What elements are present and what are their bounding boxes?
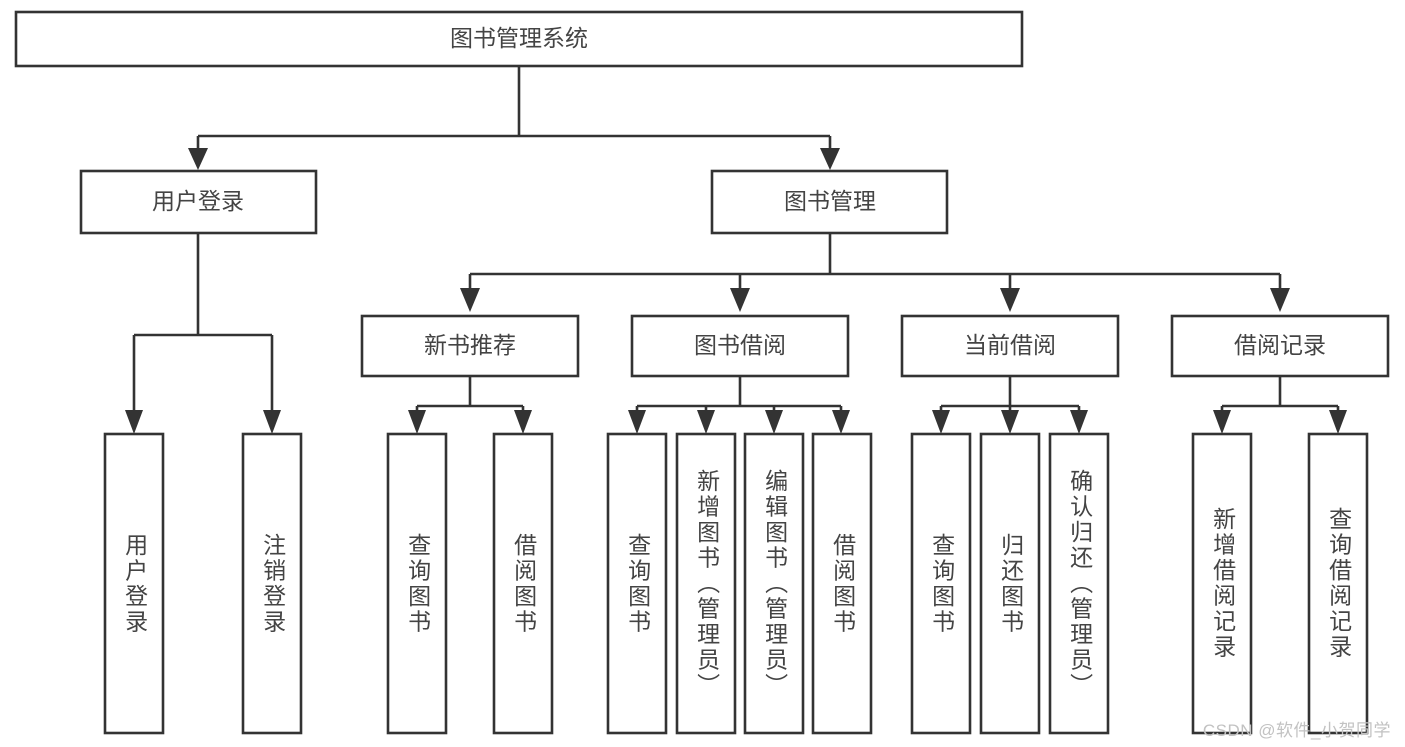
arrowhead-leaf-confirm-return xyxy=(1070,410,1088,434)
leaf-node-borrow-book-recommend[interactable]: 借阅图书 xyxy=(492,432,554,735)
arrowhead-leaf-add-record xyxy=(1213,410,1231,434)
leaf-node-user-login[interactable]: 用户登录 xyxy=(103,432,165,735)
arrowhead-leaf-query-book-a xyxy=(408,410,426,434)
leaf-query-book-c-box[interactable] xyxy=(910,432,972,735)
leaf-confirm-return-label: 确认归还（管理员） xyxy=(1066,468,1093,699)
arrowhead-leaf-add-book xyxy=(697,410,715,434)
new-book-recommend-label: 新书推荐 xyxy=(424,332,516,358)
leaf-borrow-book-b-box[interactable] xyxy=(811,432,873,735)
leaf-node-logout[interactable]: 注销登录 xyxy=(241,432,303,735)
borrow-record-label: 借阅记录 xyxy=(1234,332,1326,358)
leaf-query-record-box[interactable] xyxy=(1307,432,1369,735)
node-new-book-recommend[interactable]: 新书推荐 xyxy=(360,314,580,378)
root-label: 图书管理系统 xyxy=(450,25,588,51)
leaf-add-record-box[interactable] xyxy=(1191,432,1253,735)
leaf-add-book-box[interactable] xyxy=(675,432,737,735)
leaf-query-book-a-label: 查询图书 xyxy=(404,532,431,635)
leaf-borrow-book-a-label: 借阅图书 xyxy=(510,532,537,635)
connector-group-book-borrow-to-leaves xyxy=(628,376,850,434)
arrowhead-leaf-borrow-book-b xyxy=(832,410,850,434)
current-borrow-box[interactable] xyxy=(900,314,1120,378)
leaf-node-query-book-borrow[interactable]: 查询图书 xyxy=(606,432,668,735)
leaf-node-add-book-admin[interactable]: 新增图书（管理员） xyxy=(675,432,737,735)
leaf-logout-box[interactable] xyxy=(241,432,303,735)
arrowhead-current-borrow xyxy=(1000,288,1020,312)
arrowhead-leaf-query-record xyxy=(1329,410,1347,434)
connector-group-borrow-record-to-leaves xyxy=(1213,376,1347,434)
leaf-return-book-box[interactable] xyxy=(979,432,1041,735)
leaf-node-edit-book-admin[interactable]: 编辑图书（管理员） xyxy=(743,432,805,735)
arrowhead-user-login xyxy=(188,148,208,170)
connector-group-book-mgmt-to-level3 xyxy=(460,233,1290,312)
connector-group-root-to-level2 xyxy=(188,66,840,170)
leaf-logout-label: 注销登录 xyxy=(259,532,286,635)
user-login-box[interactable] xyxy=(79,169,318,235)
arrowhead-leaf-borrow-book-a xyxy=(514,410,532,434)
arrowhead-leaf-user-login xyxy=(125,410,143,434)
leaf-user-login-box[interactable] xyxy=(103,432,165,735)
leaf-user-login-label: 用户登录 xyxy=(121,532,148,635)
leaf-borrow-book-b-label: 借阅图书 xyxy=(829,532,856,635)
leaf-node-borrow-book-borrow[interactable]: 借阅图书 xyxy=(811,432,873,735)
arrowhead-leaf-query-book-b xyxy=(628,410,646,434)
arrowhead-book-mgmt xyxy=(820,148,840,170)
current-borrow-label: 当前借阅 xyxy=(964,332,1056,358)
leaf-query-book-b-box[interactable] xyxy=(606,432,668,735)
arrowhead-leaf-return-book xyxy=(1001,410,1019,434)
node-user-login[interactable]: 用户登录 xyxy=(79,169,318,235)
arrowhead-new-book-recommend xyxy=(460,288,480,312)
node-book-management[interactable]: 图书管理 xyxy=(710,169,949,235)
arrowhead-leaf-edit-book xyxy=(765,410,783,434)
leaf-node-add-borrow-record[interactable]: 新增借阅记录 xyxy=(1191,432,1253,735)
connector-group-current-borrow-to-leaves xyxy=(932,376,1088,434)
leaf-query-book-b-label: 查询图书 xyxy=(624,532,651,635)
book-management-label: 图书管理 xyxy=(784,188,876,214)
arrowhead-leaf-logout xyxy=(263,410,281,434)
leaf-node-query-book-current[interactable]: 查询图书 xyxy=(910,432,972,735)
leaf-edit-book-box[interactable] xyxy=(743,432,805,735)
leaf-query-record-label: 查询借阅记录 xyxy=(1325,507,1352,660)
leaf-node-return-book[interactable]: 归还图书 xyxy=(979,432,1041,735)
node-root-book-management-system[interactable]: 图书管理系统 xyxy=(14,10,1024,68)
leaf-borrow-book-a-box[interactable] xyxy=(492,432,554,735)
connector-group-new-book-to-leaves xyxy=(408,376,532,434)
leaf-query-book-c-label: 查询图书 xyxy=(928,532,955,635)
leaf-query-book-a-box[interactable] xyxy=(386,432,448,735)
node-book-borrow[interactable]: 图书借阅 xyxy=(630,314,850,378)
node-current-borrow[interactable]: 当前借阅 xyxy=(900,314,1120,378)
arrowhead-borrow-record xyxy=(1270,288,1290,312)
node-borrow-record[interactable]: 借阅记录 xyxy=(1170,314,1390,378)
user-login-label: 用户登录 xyxy=(152,188,244,214)
leaf-add-record-label: 新增借阅记录 xyxy=(1209,507,1236,660)
connector-group-user-login-to-leaves xyxy=(125,233,281,434)
book-borrow-label: 图书借阅 xyxy=(694,332,786,358)
leaf-node-query-borrow-record[interactable]: 查询借阅记录 xyxy=(1307,432,1369,735)
leaf-node-query-book-recommend[interactable]: 查询图书 xyxy=(386,432,448,735)
arrowhead-leaf-query-book-c xyxy=(932,410,950,434)
leaf-edit-book-label: 编辑图书（管理员） xyxy=(761,468,788,699)
leaf-confirm-return-box[interactable] xyxy=(1048,432,1110,735)
borrow-record-box[interactable] xyxy=(1170,314,1390,378)
book-management-box[interactable] xyxy=(710,169,949,235)
new-book-recommend-box[interactable] xyxy=(360,314,580,378)
leaf-node-confirm-return-admin[interactable]: 确认归还（管理员） xyxy=(1048,432,1110,735)
leaf-add-book-label: 新增图书（管理员） xyxy=(693,468,720,699)
root-box[interactable] xyxy=(14,10,1024,68)
leaf-return-book-label: 归还图书 xyxy=(997,532,1024,635)
arrowhead-book-borrow xyxy=(730,288,750,312)
book-borrow-box[interactable] xyxy=(630,314,850,378)
